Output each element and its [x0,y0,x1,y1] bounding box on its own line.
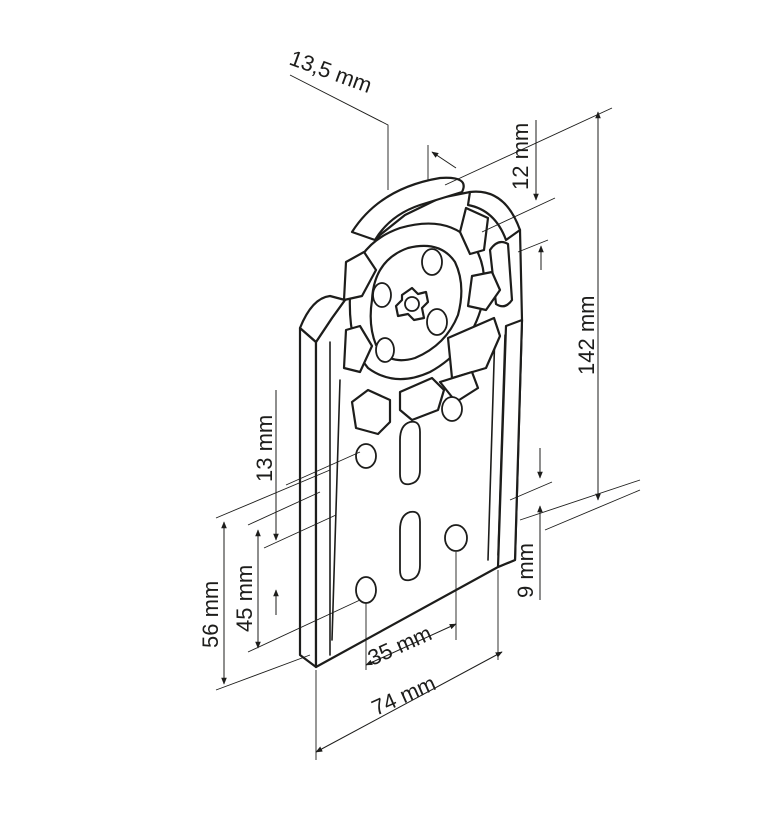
dim-45-ext-bottom [247,599,361,653]
label-12mm: 12 mm [508,123,533,190]
clip-left-upper [342,250,378,302]
dim-13-ext-top [285,451,361,486]
dim-13-5-leader [289,74,389,190]
disc-center-hole [404,296,420,312]
adapter-disc [342,206,502,436]
clip-right-lower [446,316,502,380]
plate-holes [355,396,468,604]
label-45mm: 45 mm [232,565,257,632]
dim-142-ext-bottom [519,479,641,521]
clip-right-upper [458,206,490,256]
disc-hole-left [372,282,392,308]
clip-bottom-right [398,376,446,422]
dim-56-ext-top [215,469,331,519]
dim-13-ext-bottom [263,514,337,549]
dim-12-ext-lower [517,239,549,253]
dim-9-ext [544,489,641,531]
dim-9-ext-2 [509,481,553,501]
disc-hole-bottom [375,337,395,363]
upper-slot [399,420,421,486]
bracket-right-shoulder [466,190,522,242]
label-13mm: 13 mm [252,415,277,482]
clip-left-lower [342,324,374,374]
label-74mm: 74 mm [368,670,440,720]
bracket-inner-bevel-right-2 [497,334,506,556]
bracket-top-cap [350,176,465,242]
upper-right-hole [441,396,463,422]
disc-hole-top [421,248,443,276]
dim-56-ext-bottom [215,654,311,691]
lower-slot [399,510,421,582]
clip-right-middle [466,270,502,312]
clip-right-tab [438,370,480,404]
bracket-left-shoulder [298,294,347,344]
label-56mm: 56 mm [198,581,223,648]
upper-left-hole [355,443,377,469]
label-9mm: 9 mm [513,543,538,598]
lower-left-hole [355,576,377,604]
dim-12-ext [481,197,556,233]
label-13-5mm: 13,5 mm [286,45,375,98]
dim-13-5-arrow [431,151,457,169]
clip-bottom-left [350,388,392,436]
lower-right-hole [444,524,468,552]
disc-hole-right [426,308,448,336]
dim-74-line [315,651,503,753]
dim-top-ext [444,107,613,186]
bracket-inner-bevel-right [487,329,496,561]
bracket-inner-bevel-left-2 [331,379,341,641]
dim-45-ext-top [247,491,321,526]
label-142mm: 142 mm [574,296,599,375]
dimension-lines [215,74,641,760]
